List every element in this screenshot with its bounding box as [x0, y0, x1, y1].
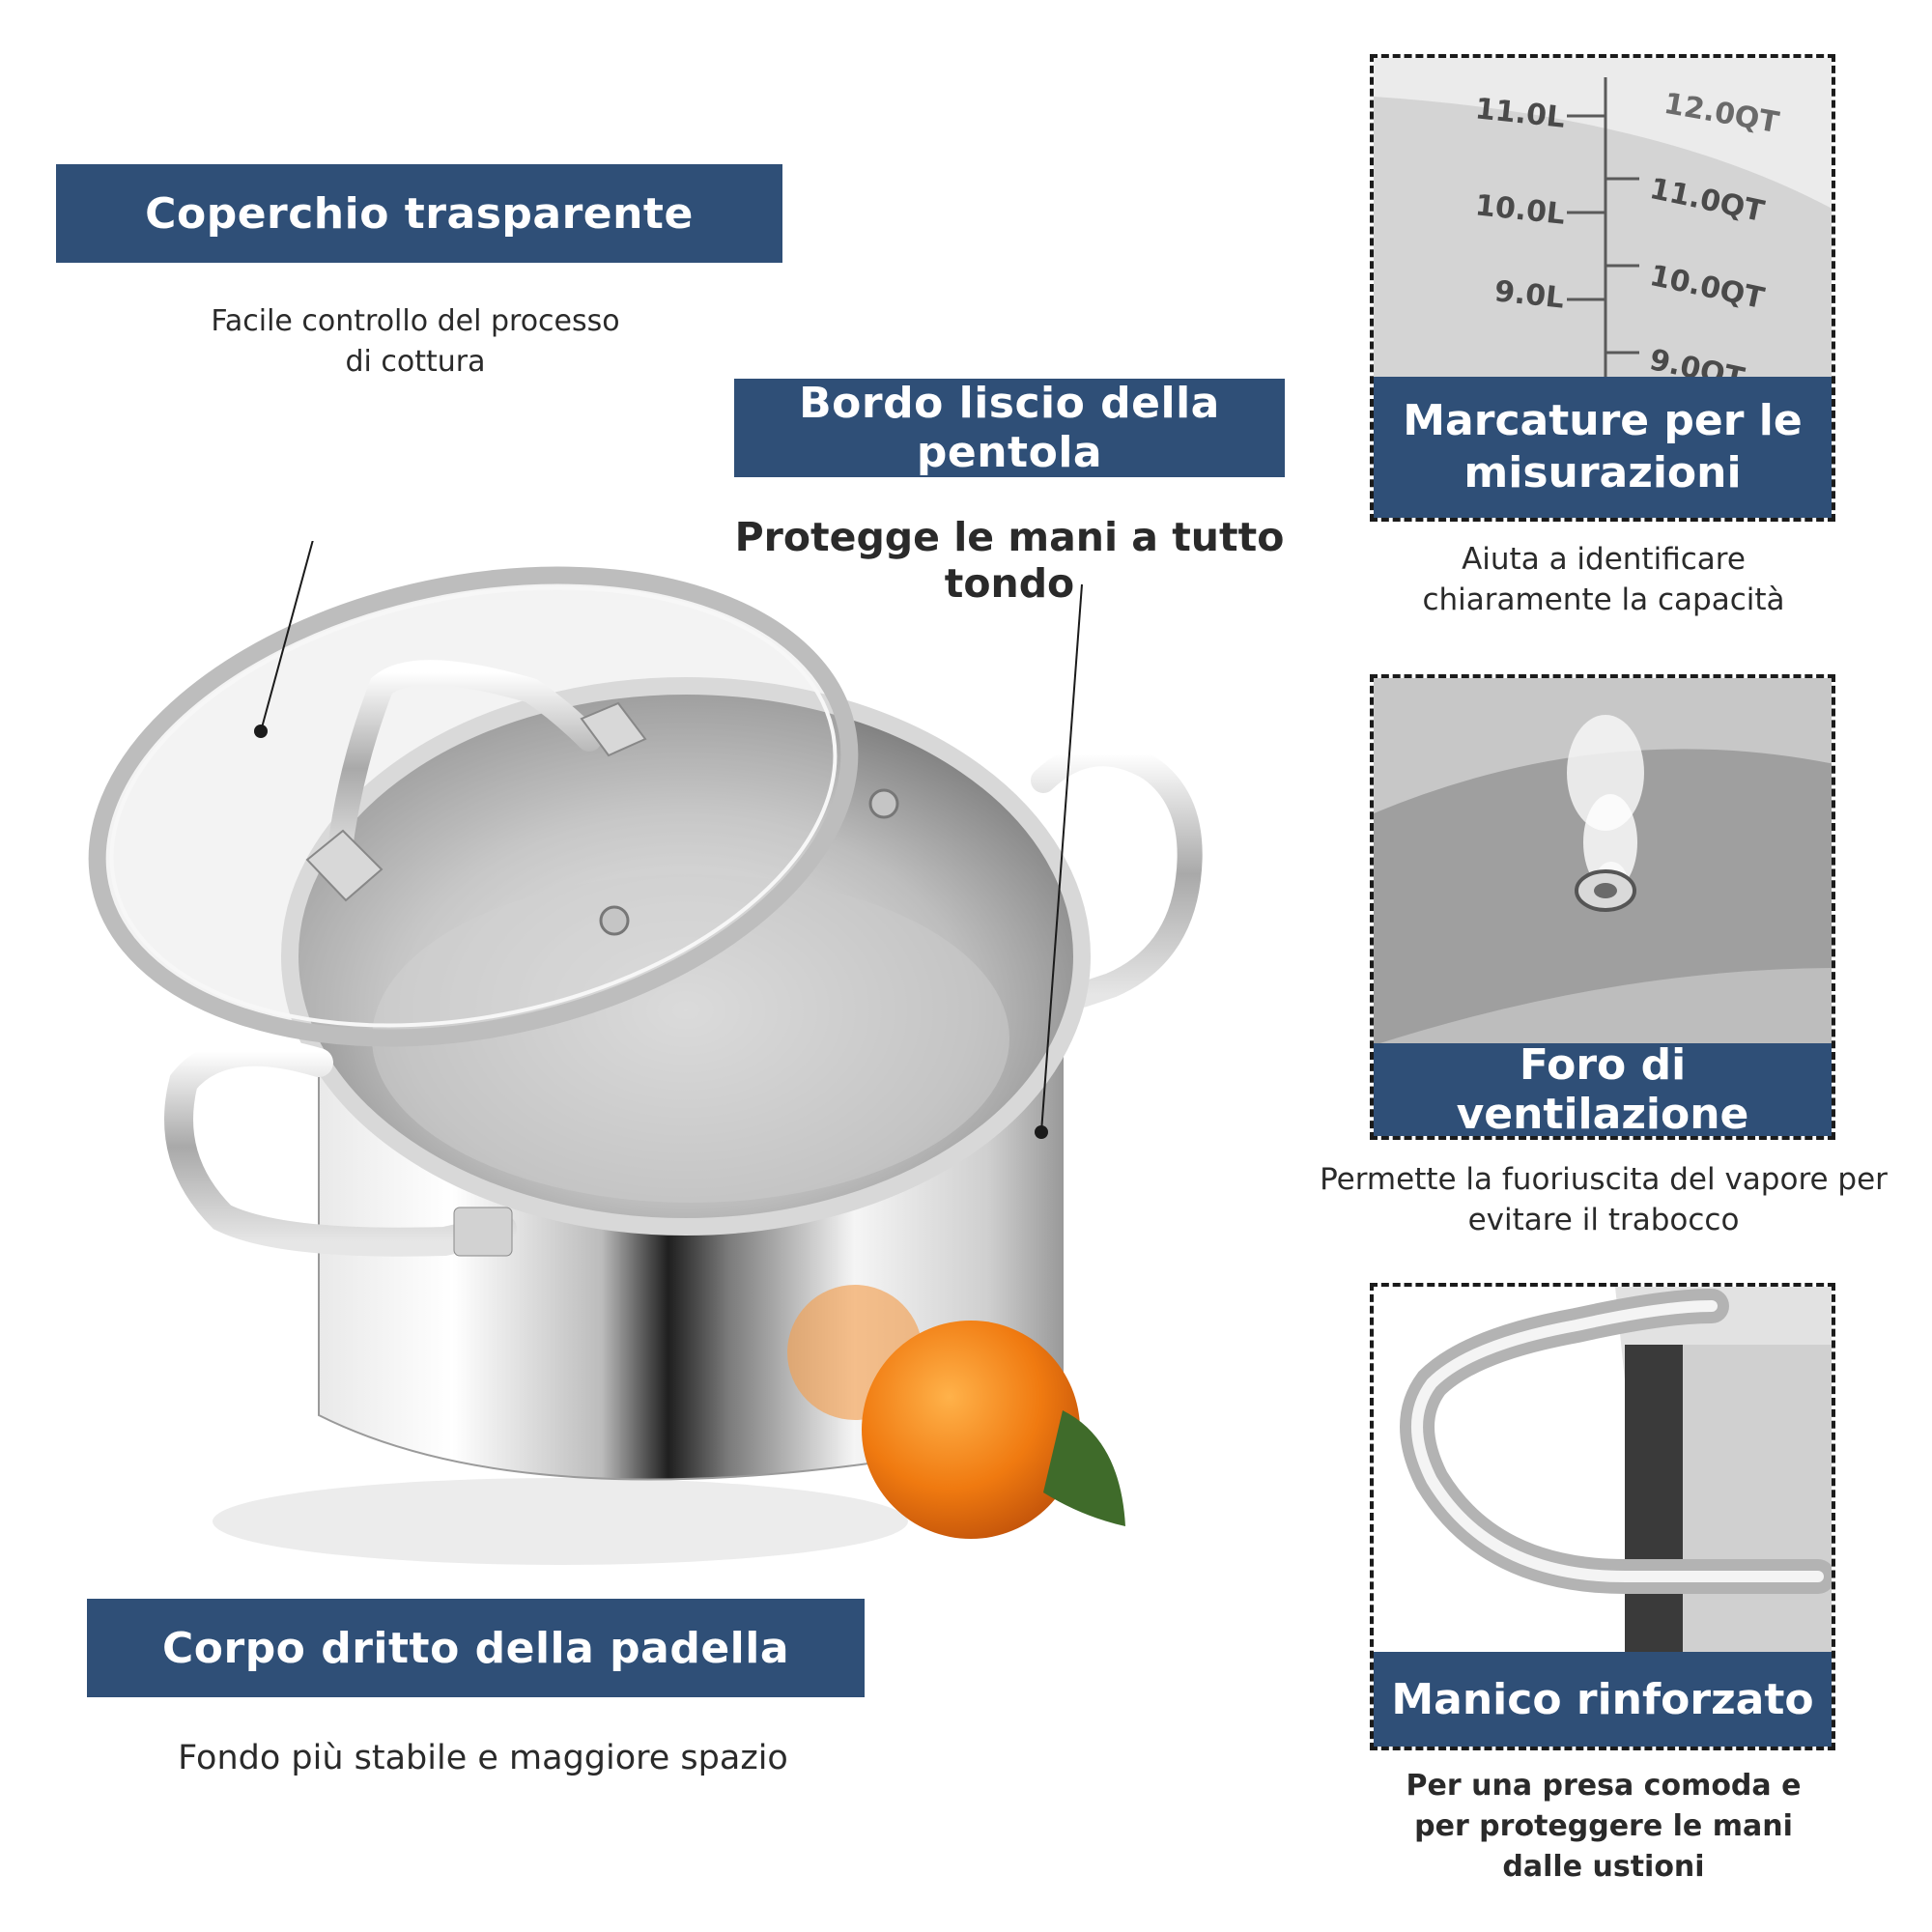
left-handle	[164, 1037, 517, 1257]
lid-pointer-line	[260, 541, 314, 732]
handle-description-line-3: dalle ustioni	[1502, 1850, 1705, 1884]
lid-pointer-dot	[254, 724, 268, 738]
lid-handle	[326, 660, 602, 877]
handle-description-line-1: Per una presa comoda e	[1406, 1769, 1802, 1803]
markings-description-line-1: Aiuta a identificare	[1462, 542, 1746, 577]
lid-handle-base-left	[305, 829, 384, 902]
vent-description-line-1: Permette la fuoriuscita del vapore per	[1320, 1162, 1888, 1197]
vent-feature-description: Permette la fuoriuscita del vapore per e…	[1285, 1159, 1922, 1240]
glass-lid	[88, 566, 859, 1047]
lid-feature-banner: Coperchio trasparente	[56, 164, 782, 263]
body-feature-description: Fondo più stabile e maggiore spazio	[178, 1739, 788, 1777]
left-handle-rivet-plate	[453, 1207, 513, 1257]
markings-title-line-2: misurazioni	[1463, 448, 1742, 497]
handle-description-line-2: per proteggere le mani	[1414, 1809, 1793, 1843]
vent-detail-frame: Foro di ventilazione	[1370, 674, 1835, 1140]
lid-handle-base-right	[580, 701, 647, 757]
rim-pointer-line	[1040, 583, 1083, 1133]
pot-illustration	[88, 541, 1203, 1565]
vent-feature-banner: Foro di ventilazione	[1374, 1040, 1832, 1139]
body-feature-title: Corpo dritto della padella	[161, 1623, 790, 1673]
body-feature-banner: Corpo dritto della padella	[87, 1599, 865, 1697]
markings-detail-frame: 11.0L 10.0L 9.0L 12.0QT 11.0QT 10.0QT 9.…	[1370, 54, 1835, 522]
markings-description-line-2: chiaramente la capacità	[1422, 582, 1785, 617]
lid-feature-title: Coperchio trasparente	[145, 188, 694, 239]
glass-lid-rim	[109, 585, 838, 1028]
markings-feature-description: Aiuta a identificare chiaramente la capa…	[1343, 539, 1864, 620]
handle-detail-frame: Manico rinforzato	[1370, 1283, 1835, 1750]
rim-feature-description: Protegge le mani a tutto tondo	[734, 514, 1285, 607]
pot-shadow	[213, 1478, 908, 1565]
pot-rivet	[868, 788, 899, 819]
lid-vent-hole	[599, 905, 630, 936]
handle-feature-title: Manico rinforzato	[1391, 1674, 1814, 1724]
markings-feature-banner: Marcature per le misurazioni	[1374, 377, 1832, 518]
vent-description-line-2: evitare il trabocco	[1467, 1203, 1740, 1237]
lid-description-line-1: Facile controllo del processo	[211, 304, 620, 338]
handle-feature-banner: Manico rinforzato	[1374, 1652, 1832, 1747]
markings-title-line-1: Marcature per le	[1403, 396, 1803, 445]
rim-feature-title: Bordo liscio della pentola	[799, 379, 1220, 477]
lid-description-line-2: di cottura	[345, 345, 486, 379]
vent-feature-title: Foro di ventilazione	[1456, 1040, 1749, 1139]
orange-leaf	[1043, 1410, 1125, 1526]
rim-pointer-dot	[1035, 1125, 1048, 1139]
handle-feature-description: Per una presa comoda e per proteggere le…	[1352, 1766, 1855, 1888]
lid-feature-description: Facile controllo del processo di cottura	[145, 301, 686, 383]
orange	[862, 1321, 1080, 1539]
right-handle	[1031, 741, 1203, 1008]
liter-mark-9: 9.0L	[1492, 274, 1566, 316]
rim-feature-banner: Bordo liscio della pentola	[734, 379, 1285, 477]
pot-bottom-inner	[372, 874, 1009, 1203]
